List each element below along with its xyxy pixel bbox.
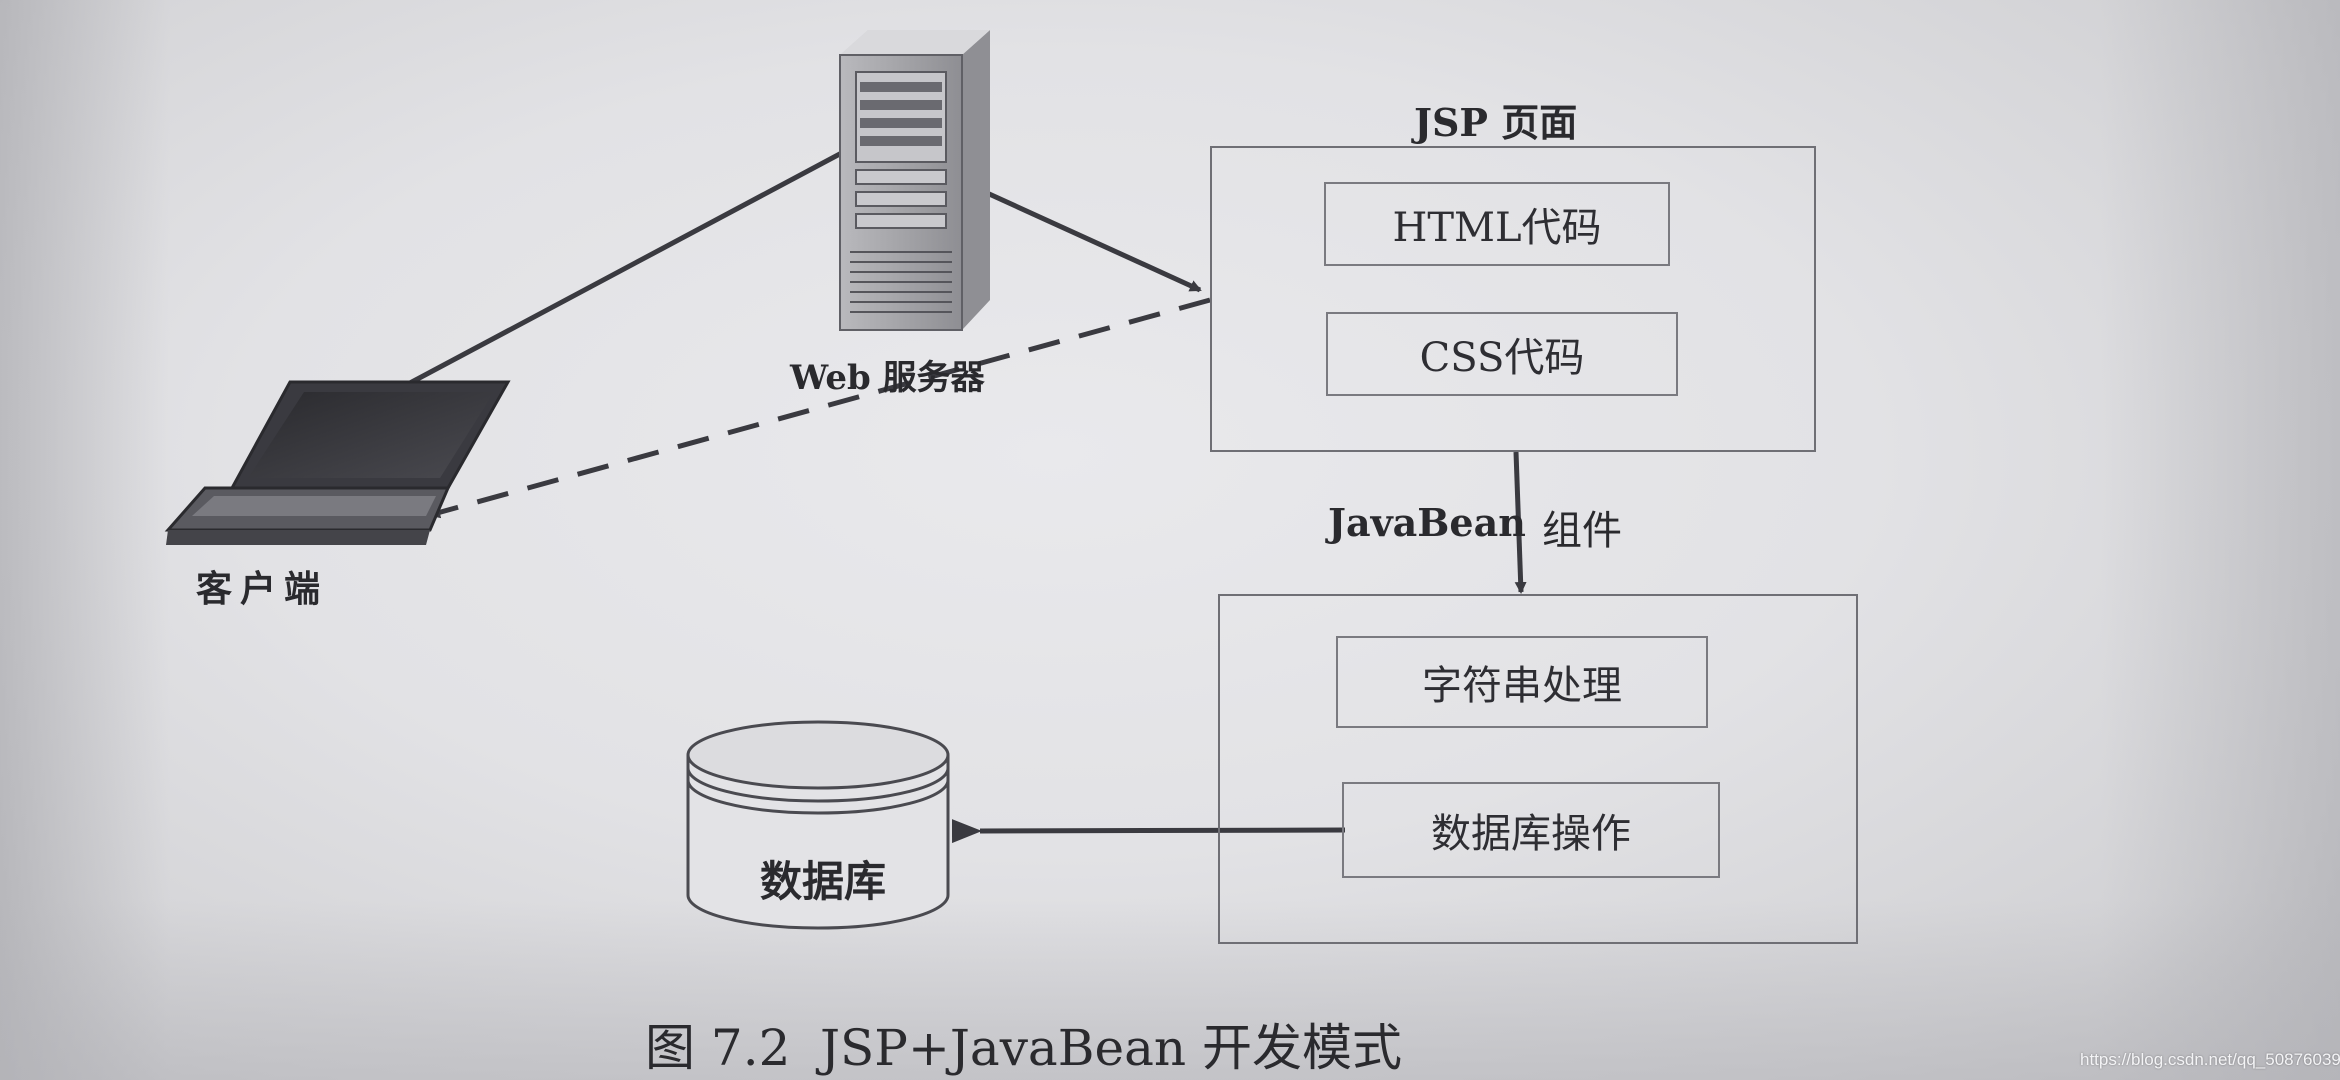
jsp-page-title: JSP 页面 xyxy=(1414,100,1578,145)
javabean-box xyxy=(1218,594,1858,944)
watermark-url: https://blog.csdn.net/qq_50876039 xyxy=(2080,1050,2340,1069)
client-label: 客户端 xyxy=(196,568,329,610)
response-arrow-jsp-to-client xyxy=(428,297,1211,519)
arrow-javabean-to-database xyxy=(951,819,1346,844)
arrow-jsp-to-javabean xyxy=(1513,451,1527,594)
html-code-label: HTML代码 xyxy=(1392,205,1602,251)
database-label: 数据库 xyxy=(760,857,887,906)
string-processing-label: 字符串处理 xyxy=(1422,663,1622,709)
web-server-icon xyxy=(839,30,990,331)
javabean-component-label: 组件 xyxy=(1542,508,1622,554)
string-processing-box: 字符串处理 xyxy=(1336,636,1708,728)
css-code-box: CSS代码 xyxy=(1326,312,1678,396)
javabean-label: JavaBean xyxy=(1328,500,1526,545)
jsp-page-box xyxy=(1210,146,1816,452)
figure-number: 图 7.2 xyxy=(645,1019,791,1077)
database-operation-box: 数据库操作 xyxy=(1342,782,1720,878)
web-server-label: Web 服务器 xyxy=(790,358,985,398)
html-code-box: HTML代码 xyxy=(1324,182,1670,266)
database-cylinder-icon xyxy=(686,720,950,930)
shadow-bottom xyxy=(0,900,2340,1080)
database-operation-label: 数据库操作 xyxy=(1431,811,1631,857)
figure-caption: JSP+JavaBean 开发模式 xyxy=(820,1019,1402,1077)
css-code-label: CSS代码 xyxy=(1419,335,1585,381)
laptop-client-icon xyxy=(164,380,511,545)
forward-arrow-server-to-jsp xyxy=(963,180,1202,293)
request-arrow-client-to-server xyxy=(408,137,868,386)
